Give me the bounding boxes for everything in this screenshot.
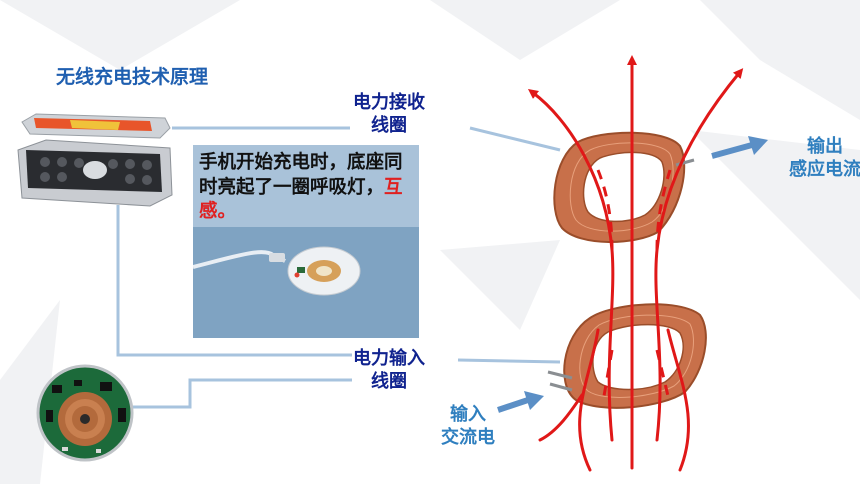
- input-ac-label: 输入 交流电: [441, 404, 495, 449]
- input-coil-image: [547, 303, 707, 409]
- output-current-label-line2: 感应电流: [789, 158, 860, 180]
- input-coil-label-line2: 线圈: [371, 370, 407, 392]
- connector-lines: [116, 126, 561, 409]
- receiver-coil-label: 电力接收 线圈: [353, 92, 425, 137]
- info-text: 手机开始充电时，底座同时亮起了一圈呼吸灯，互感。: [199, 151, 415, 225]
- info-highlight: 互感。: [199, 176, 403, 223]
- input-ac-label-line2: 交流电: [441, 426, 495, 448]
- input-coil-label: 电力输入 线圈: [353, 348, 425, 393]
- receiver-coil-label-line2: 线圈: [371, 114, 407, 136]
- receiver-coil-image: [553, 131, 695, 243]
- charging-pad-photo: [193, 227, 419, 338]
- input-coil-label-line1: 电力输入: [353, 348, 425, 369]
- field-lines-dashed: [596, 169, 672, 397]
- diagram-title: 无线充电技术原理: [56, 66, 209, 88]
- charger-board-image: [36, 364, 134, 462]
- phone-on-pad-image: [17, 113, 173, 207]
- output-current-label: 输出 感应电流: [789, 136, 860, 181]
- output-current-arrow-icon: [711, 136, 768, 159]
- input-ac-label-line1: 输入: [450, 404, 486, 425]
- info-body: 手机开始充电时，底座同时亮起了一圈呼吸灯，: [199, 152, 403, 198]
- magnetic-field-lines: [527, 55, 744, 472]
- info-box: 手机开始充电时，底座同时亮起了一圈呼吸灯，互感。: [193, 145, 419, 338]
- receiver-coil-label-line1: 电力接收: [353, 92, 425, 113]
- input-current-arrow-icon: [497, 391, 544, 413]
- output-current-label-line1: 输出: [807, 136, 843, 157]
